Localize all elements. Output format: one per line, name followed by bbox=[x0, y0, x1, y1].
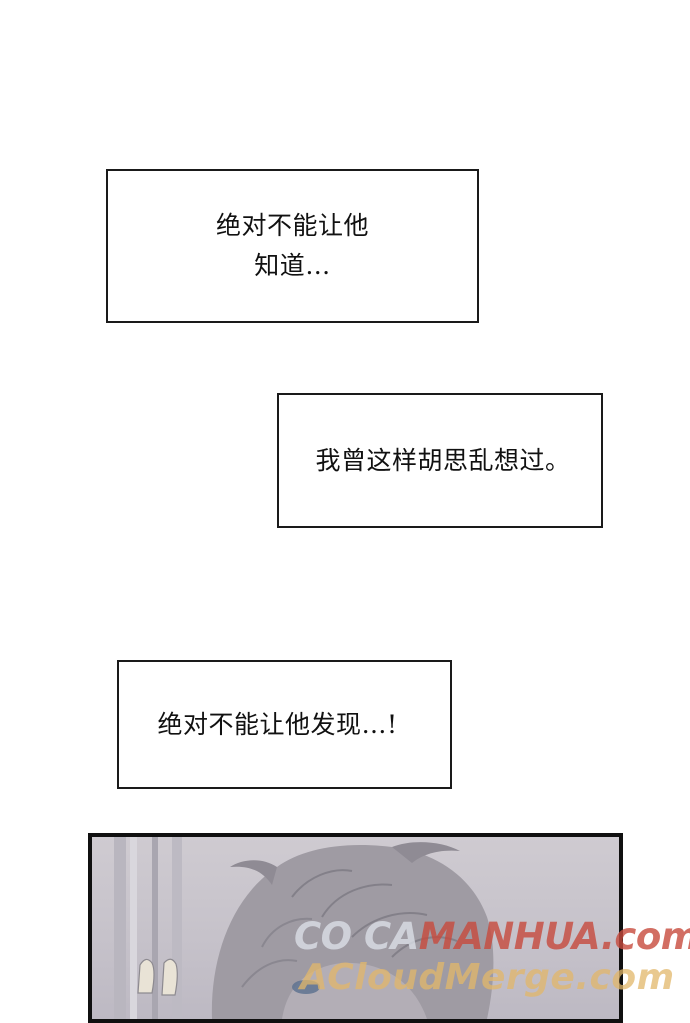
hair-strand bbox=[392, 842, 460, 863]
eye-shape bbox=[292, 980, 320, 994]
hair-shape bbox=[211, 845, 494, 1019]
caption-box-1: 绝对不能让他 知道… bbox=[106, 169, 479, 323]
hair-lines bbox=[241, 917, 313, 988]
hair-strand bbox=[230, 860, 277, 885]
comic-panel bbox=[88, 833, 623, 1023]
pillar bbox=[152, 837, 158, 1019]
pillar bbox=[172, 837, 182, 1019]
caption-text: 绝对不能让他 bbox=[215, 211, 369, 240]
hand-shape bbox=[137, 958, 155, 994]
caption-text: 我曾这样胡思乱想过。 bbox=[315, 445, 571, 475]
pillar bbox=[130, 837, 137, 1019]
caption-text: 绝对不能让他发现…! bbox=[157, 709, 398, 739]
caption-box-2: 我曾这样胡思乱想过。 bbox=[277, 393, 603, 528]
caption-text: 知道… bbox=[254, 251, 331, 280]
character-illustration bbox=[114, 837, 494, 1019]
hair-lines bbox=[291, 869, 458, 958]
caption-box-3: 绝对不能让他发现…! bbox=[117, 660, 452, 789]
hand-shape bbox=[161, 958, 178, 996]
pillar bbox=[114, 837, 126, 1019]
